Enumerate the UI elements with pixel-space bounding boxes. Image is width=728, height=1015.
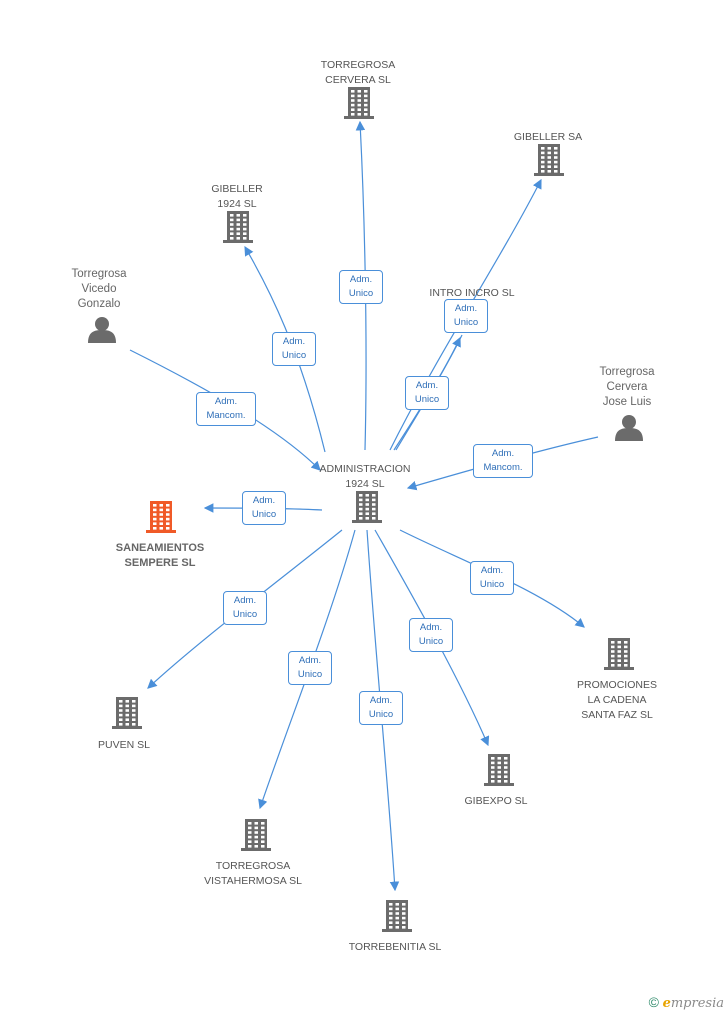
node-label-gibexpo[interactable]: GIBEXPO SL — [464, 795, 528, 807]
node-label-gibeller-1924[interactable]: GIBELLER 1924 SL — [211, 183, 263, 210]
building-icon[interactable] — [604, 638, 634, 670]
edge-role-badge[interactable]: Adm. Unico — [272, 332, 316, 366]
edge-role-badge[interactable]: Adm. Unico — [409, 618, 453, 652]
node-label-puven[interactable]: PUVEN SL — [98, 739, 150, 751]
person-icon[interactable] — [88, 317, 116, 343]
building-icon[interactable] — [223, 211, 253, 243]
node-label-torregrosa-vicedo[interactable]: Torregrosa Vicedo Gonzalo — [71, 268, 127, 310]
person-icon[interactable] — [615, 415, 643, 441]
node-label-torregrosa-vistahermosa[interactable]: TORREGROSA VISTAHERMOSA SL — [204, 860, 302, 887]
node-label-gibeller-sa[interactable]: GIBELLER SA — [513, 131, 583, 143]
node-label-intro-incro[interactable]: INTRO INCRO SL — [429, 287, 515, 299]
building-icon[interactable] — [534, 144, 564, 176]
edge-role-badge[interactable]: Adm. Unico — [470, 561, 514, 595]
node-label-promociones[interactable]: PROMOCIONES LA CADENA SANTA FAZ SL — [577, 679, 657, 721]
edge-role-badge[interactable]: Adm. Unico — [288, 651, 332, 685]
node-label-saneamientos[interactable]: SANEAMIENTOS SEMPERE SL — [115, 542, 205, 569]
copyright-symbol: © — [648, 994, 659, 1010]
building-icon[interactable] — [382, 900, 412, 932]
brand-letter: e — [662, 996, 671, 1011]
edge-center-to-gibeller_1924 — [244, 245, 326, 453]
highlighted-company-icon[interactable] — [146, 501, 176, 533]
building-icon[interactable] — [352, 491, 382, 523]
building-icon[interactable] — [484, 754, 514, 786]
edge-role-badge[interactable]: Adm. Unico — [444, 299, 488, 333]
edge-role-badge[interactable]: Adm. Unico — [223, 591, 267, 625]
building-icon[interactable] — [241, 819, 271, 851]
building-icon[interactable] — [112, 697, 142, 729]
node-label-torregrosa-cervera-sl[interactable]: TORREGROSA CERVERA SL — [320, 59, 396, 86]
edge-role-badge[interactable]: Adm. Unico — [405, 376, 449, 410]
edge-role-badge[interactable]: Adm. Unico — [339, 270, 383, 304]
node-label-center[interactable]: ADMINISTRACION 1924 SL — [319, 463, 411, 490]
edge-role-badge[interactable]: Adm. Mancom. — [473, 444, 533, 478]
edge-role-badge[interactable]: Adm. Unico — [242, 491, 286, 525]
empresia-logo[interactable]: © empresia — [649, 994, 724, 1011]
node-label-torrebenitia[interactable]: TORREBENITIA SL — [348, 941, 442, 953]
building-icon[interactable] — [344, 87, 374, 119]
edge-role-badge[interactable]: Adm. Unico — [359, 691, 403, 725]
node-label-torregrosa-cervera-jl[interactable]: Torregrosa Cervera Jose Luis — [599, 366, 655, 408]
edge-role-badge[interactable]: Adm. Mancom. — [196, 392, 256, 426]
brand-name: mpresia — [670, 996, 724, 1011]
